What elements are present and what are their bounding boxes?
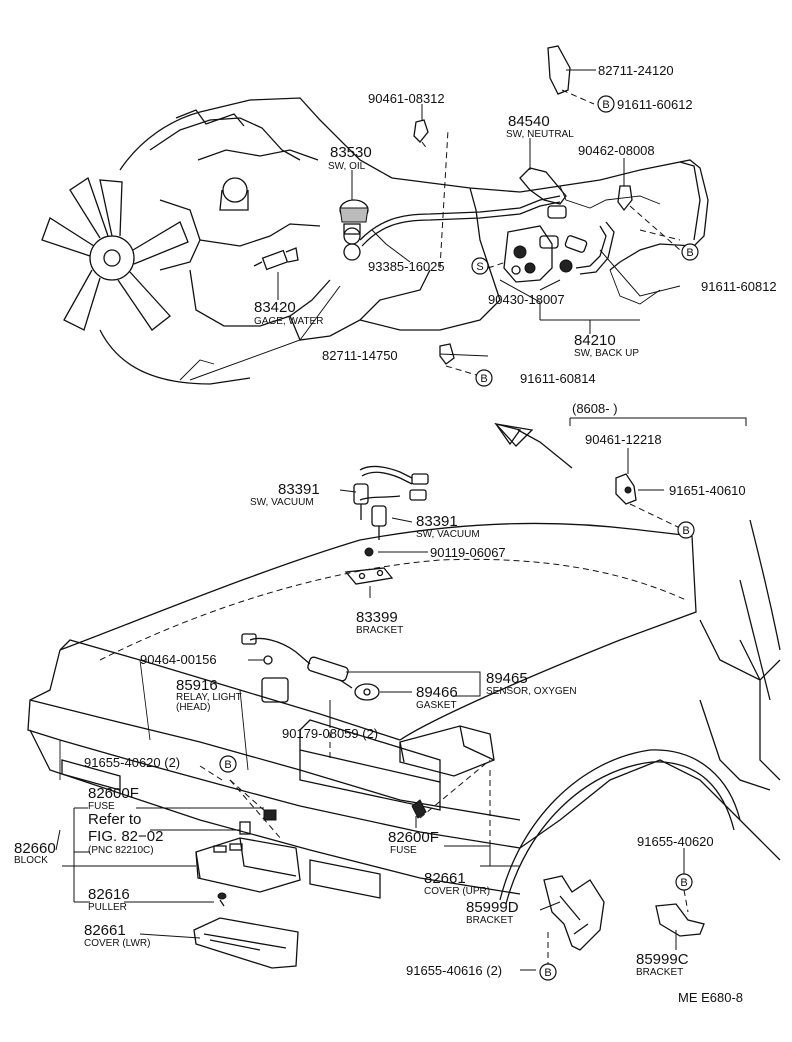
callout-description: COVER (LWR) bbox=[84, 938, 150, 949]
callout-description: SW, NEUTRAL bbox=[506, 129, 574, 140]
fastener-symbols: B B S B B B B B bbox=[219, 95, 699, 981]
callout-description: RELAY, LIGHT bbox=[176, 692, 242, 703]
callout-description: FUSE bbox=[390, 845, 417, 856]
inset-bracket bbox=[569, 417, 747, 426]
inset-clamp bbox=[615, 473, 637, 505]
callout-part-number[interactable]: 82660 bbox=[14, 840, 56, 857]
callout-description: FUSE bbox=[88, 801, 115, 812]
stud-symbol: S bbox=[476, 261, 483, 273]
callout-description: BRACKET bbox=[466, 915, 513, 926]
callout-description: BRACKET bbox=[356, 625, 403, 636]
bolt-symbol: B bbox=[480, 373, 487, 385]
callout-part-number[interactable]: 82661 bbox=[84, 922, 126, 939]
oxygen-sensor-and-relay bbox=[241, 633, 380, 703]
callout-description: SW, VACUUM bbox=[416, 529, 480, 540]
callout-description: GASKET bbox=[416, 700, 457, 711]
bolt-symbol: B bbox=[682, 525, 689, 537]
bolt-symbol: B bbox=[680, 877, 687, 889]
callout-part-number[interactable]: 91655-40620 bbox=[637, 834, 714, 849]
callout-part-number[interactable]: 91611-60812 bbox=[701, 279, 777, 294]
callout-part-number[interactable]: 91651-40610 bbox=[669, 483, 746, 498]
callout-part-number[interactable]: 90430-18007 bbox=[488, 292, 565, 307]
callout-description: SW, VACUUM bbox=[250, 497, 314, 508]
leader-lines bbox=[55, 69, 689, 971]
direction-arrow bbox=[494, 422, 573, 469]
callout-part-number[interactable]: 83420 bbox=[254, 299, 296, 316]
callout-description: GAGE, WATER bbox=[254, 316, 323, 327]
callout-description: SW, BACK UP bbox=[574, 348, 639, 359]
callout-part-number[interactable]: 82600F bbox=[388, 829, 439, 846]
callout-part-number[interactable]: 90464-00156 bbox=[140, 652, 217, 667]
callout-part-number[interactable]: 90462-08008 bbox=[578, 143, 655, 158]
bolt-symbol: B bbox=[602, 99, 609, 111]
bolt-symbol: B bbox=[544, 967, 551, 979]
callout-part-number[interactable]: 82616 bbox=[88, 886, 130, 903]
callout-description: PULLER bbox=[88, 902, 127, 913]
direction-arrow-head bbox=[494, 423, 534, 447]
callout-part-number[interactable]: 90119-06067 bbox=[430, 545, 506, 560]
fuse-block-assembly bbox=[193, 725, 495, 969]
refer-to-figure[interactable]: FIG. 82−02 bbox=[88, 828, 163, 845]
callout-part-number[interactable]: 83399 bbox=[356, 609, 398, 626]
callout-part-number[interactable]: 90461-08312 bbox=[368, 91, 445, 106]
callout-part-number[interactable]: 93385-16025 bbox=[368, 259, 445, 274]
bolt-symbol: B bbox=[686, 247, 693, 259]
vacuum-switch-assembly bbox=[344, 465, 429, 585]
callout-description: SENSOR, OXYGEN bbox=[486, 686, 577, 697]
callout-part-number[interactable]: 91655-40620 (2) bbox=[84, 755, 180, 770]
date-range: (8608- ) bbox=[572, 401, 618, 416]
callout-part-number[interactable]: 85999C bbox=[636, 951, 689, 968]
callout-part-number[interactable]: 84540 bbox=[508, 113, 550, 130]
bolt-symbol: B bbox=[224, 759, 231, 771]
callout-part-number[interactable]: 91655-40616 (2) bbox=[406, 963, 502, 978]
callout-part-number[interactable]: 90461-12218 bbox=[585, 432, 662, 447]
callout-part-number[interactable]: 89466 bbox=[416, 684, 458, 701]
callout-description: BLOCK bbox=[14, 855, 48, 866]
callout-part-number[interactable]: 83391 bbox=[416, 513, 458, 530]
callout-description: SW, OIL bbox=[328, 161, 366, 172]
callout-part-number[interactable]: 82661 bbox=[424, 870, 466, 887]
callout-part-number[interactable]: 91611-60814 bbox=[520, 371, 596, 386]
bracket-parts bbox=[543, 875, 705, 951]
engine-illustration bbox=[41, 45, 709, 385]
callout-part-number[interactable]: 85999D bbox=[466, 899, 519, 916]
callout-part-number[interactable]: 83530 bbox=[330, 144, 372, 161]
callout-part-number[interactable]: 89465 bbox=[486, 670, 528, 687]
refer-to-pnc: (PNC 82210C) bbox=[88, 845, 154, 856]
callout-part-number[interactable]: 85916 bbox=[176, 677, 218, 694]
callout-part-number[interactable]: 82600F bbox=[88, 785, 139, 802]
callout-description: COVER (UPR) bbox=[424, 886, 490, 897]
diagram-code: ME E680-8 bbox=[678, 990, 743, 1005]
callout-part-number[interactable]: 84210 bbox=[574, 332, 616, 349]
callout-part-number[interactable]: 90179-08059 (2) bbox=[282, 726, 378, 741]
callout-description: BRACKET bbox=[636, 967, 683, 978]
callout-description: (HEAD) bbox=[176, 702, 210, 713]
refer-to-label: Refer to bbox=[88, 811, 141, 828]
callout-part-number[interactable]: 82711-24120 bbox=[598, 63, 674, 78]
callout-part-number[interactable]: 82711-14750 bbox=[322, 348, 398, 363]
callout-part-number[interactable]: 83391 bbox=[278, 481, 320, 498]
callout-part-number[interactable]: 91611-60612 bbox=[617, 97, 693, 112]
part-labels: 82711-24120 91611-60612 90461-08312 8454… bbox=[14, 63, 777, 1005]
